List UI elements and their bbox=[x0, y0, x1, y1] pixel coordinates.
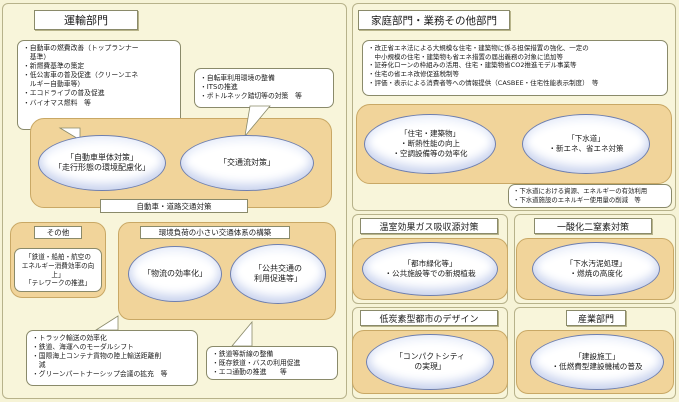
sewer-measure-ellipse: 「下水道」 ・新エネ、省エネ対策 bbox=[522, 114, 650, 174]
vehicle-measure-line: 「自動車単体対策」 bbox=[66, 152, 138, 162]
vehicle-measure-ellipse: 「自動車単体対策」 「走行形態の環境配慮化」 bbox=[38, 135, 166, 191]
vehicle-note: ・自動車の燃費改善（トップランナー bbox=[23, 44, 139, 52]
road-label-strip: 自動車・道路交通対策 bbox=[100, 199, 248, 213]
building-measure-line: 「住宅・建築物」 bbox=[400, 129, 460, 139]
industry-measure-line: 「建設施工」 bbox=[574, 352, 620, 362]
household-title: 家庭部門・業務その他部門 bbox=[358, 10, 510, 30]
public-note: ・エコ通勤の推進 等 bbox=[212, 368, 287, 377]
logistics-note: ・トラック輸送の効率化 bbox=[32, 334, 107, 342]
sewer-note: ・下水道における資源、エネルギーの有効利用 bbox=[513, 187, 648, 195]
vehicle-note: ・バイオマス燃料 等 bbox=[23, 98, 91, 107]
traffic-notes-box: ・自転車利用環境の整備 ・ITSの推進 ・ボトルネック踏切等の対策 等 bbox=[194, 68, 334, 108]
sewer-measure-line: ・新エネ、省エネ対策 bbox=[548, 144, 624, 153]
household-note: ・証券化ローンの枠組みの活用、住宅・建築物省CO2推進モデル事業等 bbox=[368, 61, 577, 70]
n2o-title: 一酸化二窒素対策 bbox=[534, 218, 652, 234]
sink-measure-line: ・公共施設等での新規植栽 bbox=[384, 269, 476, 278]
n2o-measure-ellipse: 「下水汚泥処理」 ・燃焼の高度化 bbox=[532, 242, 660, 296]
vehicle-note: ・低公害車の普及促進（クリーンエネ bbox=[23, 71, 139, 80]
traffic-note: ・ボトルネック踏切等の対策 等 bbox=[200, 92, 302, 101]
n2o-measure-line: 「下水汚泥処理」 bbox=[565, 259, 627, 269]
transport-title: 運輸部門 bbox=[34, 10, 138, 30]
public-notes-box: ・鉄道等新線の整備 ・既存鉄道・バスの利用促進 ・エコ通勤の推進 等 bbox=[206, 346, 338, 380]
logistics-measure-ellipse: 「物流の効率化」 bbox=[128, 246, 222, 302]
sewer-notes-box: ・下水道における資源、エネルギーの有効利用 ・下水道施設のエネルギー使用量の削減… bbox=[508, 184, 672, 208]
other-content-line: 「テレワークの推進」 bbox=[25, 279, 91, 288]
building-measure-line: ・断熱性能の向上 bbox=[400, 139, 460, 149]
sink-measure-ellipse: 「都市緑化等」 ・公共施設等での新規植栽 bbox=[362, 242, 498, 296]
sink-title: 温室効果ガス吸収源対策 bbox=[360, 218, 498, 234]
lowcarbon-title: 低炭素型都市のデザイン bbox=[360, 310, 498, 326]
vehicle-notes-box: ・自動車の燃費改善（トップランナー 基準） ・新燃費基準の策定 ・低公害車の普及… bbox=[17, 40, 181, 130]
logistics-notes-box: ・トラック輸送の効率化 ・鉄道、海運へのモーダルシフト ・国際海上コンテナ貨物の… bbox=[26, 330, 198, 386]
public-measure-line: 「公共交通の bbox=[254, 263, 302, 273]
household-note: ・評価・表示による消費者等への情報提供（CASBEE・住宅性能表示制度） 等 bbox=[368, 78, 599, 87]
household-notes-box: ・改正省エネ法による大規模な住宅・建築物に係る担保措置の強化、一定の 中小規模の… bbox=[362, 40, 668, 96]
traffic-note: ・ITSの推進 bbox=[200, 83, 238, 92]
sewer-measure-line: 「下水道」 bbox=[567, 134, 605, 144]
logistics-note: ・グリーンパートナーシップ会議の拡充 等 bbox=[32, 370, 168, 379]
n2o-measure-line: ・燃焼の高度化 bbox=[569, 269, 623, 278]
traffic-note: ・自転車利用環境の整備 bbox=[200, 74, 275, 82]
industry-measure-ellipse: 「建設施工」 ・低燃費型建設機械の普及 bbox=[530, 334, 664, 390]
public-transport-ellipse: 「公共交通の 利用促進等」 bbox=[230, 244, 326, 304]
lowcarbon-measure-line: 「コンパクトシティ bbox=[395, 351, 465, 361]
building-measure-line: ・空調設備等の効率化 bbox=[392, 148, 468, 158]
vehicle-measure-line: 「走行形態の環境配慮化」 bbox=[54, 163, 150, 172]
industry-title: 産業部門 bbox=[566, 310, 626, 326]
system-label: 環境負荷の小さい交通体系の構築 bbox=[140, 226, 290, 239]
lowcarbon-measure-ellipse: 「コンパクトシティ の実現」 bbox=[366, 334, 494, 390]
public-measure-line: 利用促進等」 bbox=[254, 274, 302, 283]
logistics-note: 減 bbox=[32, 361, 46, 370]
sewer-note: ・下水道施設のエネルギー使用量の削減 等 bbox=[513, 195, 641, 204]
other-content-line: エネルギー消費効率の向上」 bbox=[21, 261, 95, 279]
logistics-measure-line: 「物流の効率化」 bbox=[143, 268, 207, 278]
household-note: ・住宅の省エネ改修促進税制等 bbox=[368, 70, 459, 79]
logistics-note: ・国際海上コンテナ貨物の陸上輸送距離削 bbox=[32, 352, 162, 361]
traffic-measure-line: 「交通流対策」 bbox=[219, 157, 275, 167]
other-content-box: 「鉄道・船舶・航空の エネルギー消費効率の向上」 「テレワークの推進」 bbox=[14, 248, 102, 292]
lowcarbon-measure-line: の実現」 bbox=[414, 362, 446, 371]
vehicle-note: ・新燃費基準の策定 bbox=[23, 62, 85, 71]
other-content-line: 「鉄道・船舶・航空の bbox=[25, 253, 91, 261]
industry-measure-line: ・低燃費型建設機械の普及 bbox=[551, 362, 643, 371]
sink-measure-line: 「都市緑化等」 bbox=[403, 259, 457, 269]
traffic-measure-ellipse: 「交通流対策」 bbox=[180, 135, 314, 191]
building-measure-ellipse: 「住宅・建築物」 ・断熱性能の向上 ・空調設備等の効率化 bbox=[364, 114, 496, 174]
other-label: その他 bbox=[34, 226, 82, 239]
household-note: 中小規模の住宅・建築物も省エネ措置の届出義務の対象に追加等 bbox=[368, 52, 564, 61]
logistics-note: ・鉄道、海運へのモーダルシフト bbox=[32, 343, 134, 352]
public-note: ・既存鉄道・バスの利用促進 bbox=[212, 359, 301, 368]
household-note: ・改正省エネ法による大規模な住宅・建築物に係る担保措置の強化、一定の bbox=[368, 44, 589, 52]
vehicle-note: 基準） bbox=[23, 53, 51, 62]
vehicle-note: ルギー自動車等） bbox=[23, 80, 85, 89]
vehicle-note: ・エコドライブの普及促進 bbox=[23, 89, 105, 98]
public-note: ・鉄道等新線の整備 bbox=[212, 350, 274, 358]
